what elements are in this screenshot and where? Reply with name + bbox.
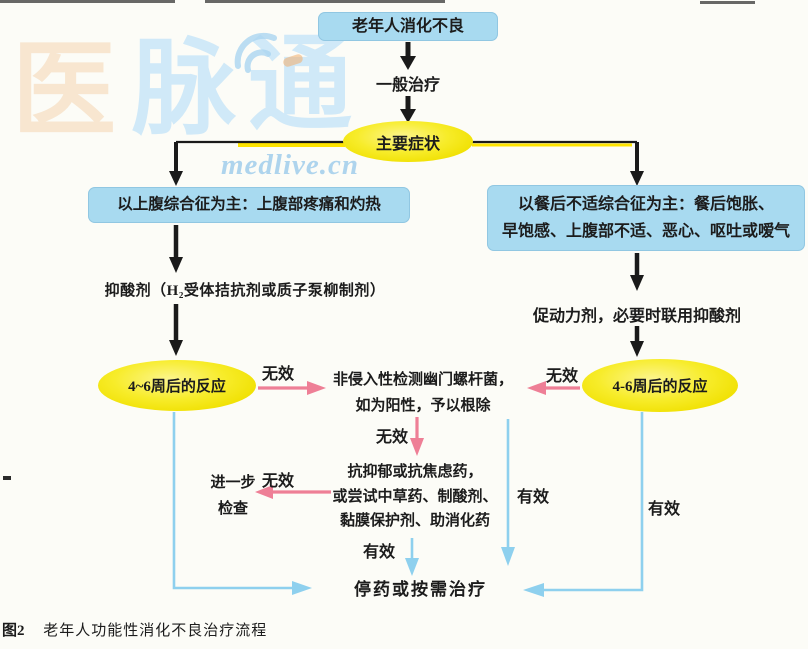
caption-tag: 图2 <box>2 623 25 639</box>
watermark-site-text: medlive.cn <box>221 149 360 181</box>
label-ineffective-center: 无效 <box>376 429 409 446</box>
text-hp-test: 非侵入性检测幽门螺杆菌， 如为阳性，予以根除 <box>333 367 513 419</box>
scan-artifact <box>3 476 11 480</box>
label-effective-center: 有效 <box>517 489 550 506</box>
med-line3: 黏膜保护剂、助消化药 <box>339 513 491 529</box>
node-response-4-6-weeks-right: 4-6周后的反应 <box>582 359 738 412</box>
node-epigastric-pain-syndrome: 以上腹综合征为主：上腹部疼痛和灼热 <box>88 187 410 223</box>
label-ineffective-left: 无效 <box>262 366 295 383</box>
scan-artifact <box>0 0 175 3</box>
right-box-line2: 早饱感、上腹部不适、恶心、呕吐或嗳气 <box>501 223 790 240</box>
further-exam-line2: 检查 <box>217 501 249 517</box>
label-antacid-therapy: 抑酸剂（H₂受体拮抗剂或质子泵柳制剂） <box>104 283 386 299</box>
med-line2: 或尝试中草药、制酸剂、 <box>332 488 498 505</box>
node-response-4-6-weeks-left: 4~6周后的反应 <box>98 360 256 411</box>
further-exam-line1: 进一步 <box>210 475 256 491</box>
node-main-symptoms: 主要症状 <box>343 121 473 162</box>
text-antidepressant-options: 抗抑郁或抗焦虑药， 或尝试中草药、制酸剂、 黏膜保护剂、助消化药 <box>332 460 497 534</box>
label-ineffective-exam: 无效 <box>262 473 295 490</box>
watermark-char-yi: 医 <box>12 34 117 149</box>
med-line1: 抗抑郁或抗焦虑药， <box>347 464 483 480</box>
caption-text: 老年人功能性消化不良治疗流程 <box>43 623 268 639</box>
watermark-char-mai: 脉 <box>132 32 237 147</box>
label-general-treatment: 一般治疗 <box>375 77 441 94</box>
scan-artifact <box>700 1 755 4</box>
hp-test-line2: 如为阳性，予以根除 <box>355 398 491 414</box>
text-stop-or-on-demand: 停药或按需治疗 <box>354 580 487 599</box>
node-postprandial-distress-syndrome: 以餐后不适综合征为主：餐后饱胀、 早饱感、上腹部不适、恶心、呕吐或嗳气 <box>487 185 805 251</box>
watermark-signal-icon <box>234 32 277 73</box>
right-box-line1: 以餐后不适综合征为主：餐后饱胀、 <box>517 196 774 213</box>
path-effective-far-right <box>543 412 644 592</box>
scan-artifact <box>205 0 445 3</box>
label-effective-med: 有效 <box>363 544 396 561</box>
label-ineffective-right: 无效 <box>546 368 579 385</box>
label-effective-right: 有效 <box>648 501 681 518</box>
text-further-examination: 进一步 检查 <box>210 470 255 522</box>
hp-test-line1: 非侵入性检测幽门螺杆菌， <box>332 372 514 388</box>
label-prokinetic-therapy: 促动力剂，必要时联用抑酸剂 <box>532 308 742 325</box>
watermark-orange-accent <box>282 53 304 68</box>
watermark-char-tong: 通 <box>248 28 353 143</box>
figure-caption: 图2 老年人功能性消化不良治疗流程 <box>2 619 267 640</box>
node-elderly-dyspepsia: 老年人消化不良 <box>318 12 498 41</box>
